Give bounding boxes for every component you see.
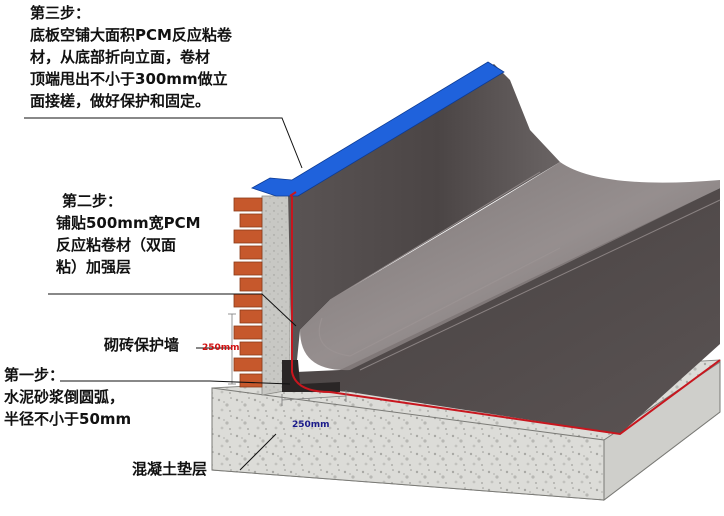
membrane-seam-2 — [329, 171, 541, 301]
step2-title: 第二步： — [62, 192, 123, 210]
curve-transition — [300, 162, 720, 371]
dimension-vertical-label: 250mm — [202, 343, 240, 353]
step3-line-1: 底板空铺大面积PCM反应粘卷 — [30, 26, 232, 44]
floor-membrane — [296, 188, 720, 434]
wall-membrane — [288, 64, 560, 372]
reinforcement-strip — [282, 360, 340, 392]
dimension-horizontal-label: 250mm — [292, 420, 330, 430]
step2-line-2: 反应粘卷材（双面 — [56, 236, 177, 254]
step2-line-3: 粘）加强层 — [56, 258, 132, 276]
membrane-seam-3 — [359, 199, 721, 371]
step1-title: 第一步： — [4, 366, 65, 384]
step3-title: 第三步： — [30, 4, 91, 22]
step3-line-2: 材，从底部折向立面，卷材 — [30, 48, 211, 66]
membrane-seam-1 — [318, 247, 561, 357]
dimension-horizontal — [281, 390, 347, 406]
leader-lines — [24, 117, 303, 471]
membrane-red-edge — [291, 196, 721, 436]
step3-line-4: 面接槎，做好保护和固定。 — [30, 92, 211, 110]
membrane-red-edge-top — [289, 191, 297, 197]
step3-line-3: 顶端甩出不小于300mm做立 — [30, 70, 228, 88]
top-cap — [251, 61, 505, 197]
brick-wall-label: 砌砖保护墙 — [104, 336, 180, 354]
dimension-vertical — [228, 313, 236, 385]
step1-line-2: 半径不小于50mm — [4, 410, 132, 428]
step1-line-1: 水泥砂浆倒圆弧， — [4, 388, 125, 406]
concrete-label: 混凝土垫层 — [132, 460, 208, 478]
step2-line-1: 铺贴500mm宽PCM — [56, 214, 201, 232]
brick-protection-wall — [233, 197, 263, 388]
